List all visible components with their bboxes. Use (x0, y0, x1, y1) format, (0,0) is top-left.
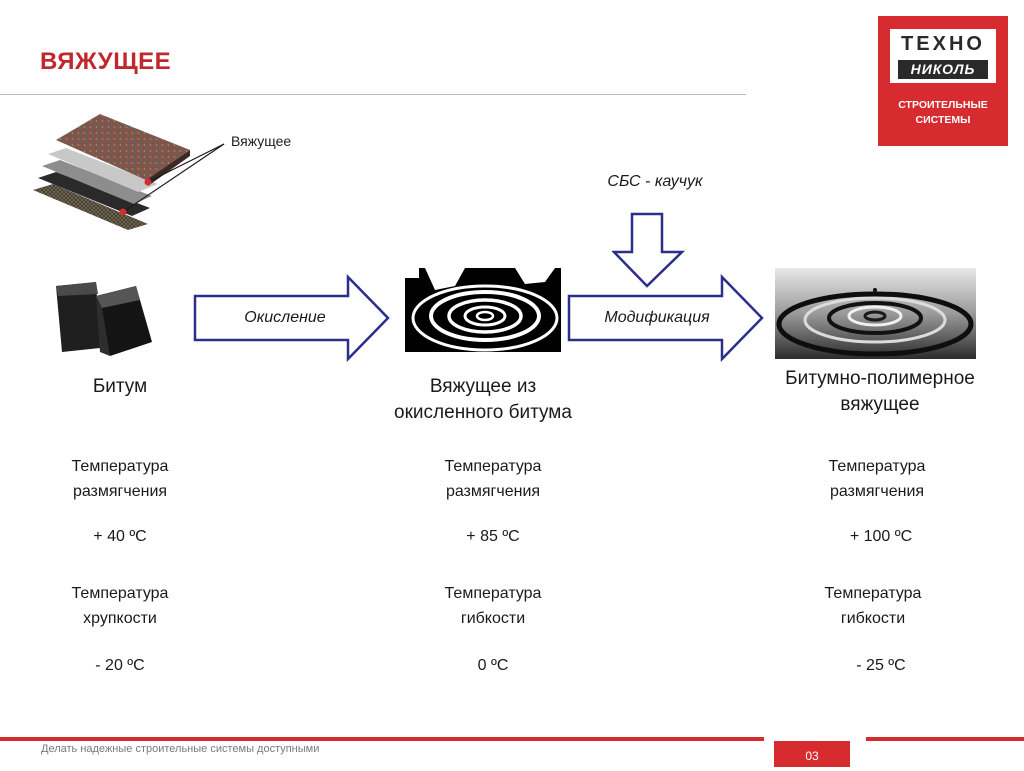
polymer-softening-value: + 100 ºС (849, 528, 913, 545)
bitumen-brittleness-label: Температура хрупкости (35, 581, 205, 631)
oxidation-label: Окисление (244, 309, 326, 326)
oxidized-flexibility-line1: Температура (444, 585, 542, 602)
page-number: 03 (774, 741, 850, 767)
footer-bar-left (0, 737, 764, 741)
modification-label: Модификация (604, 309, 710, 326)
oxidized-softening-value: + 85 ºС (466, 528, 520, 545)
modification-arrow (567, 274, 764, 362)
footer-bar-right (866, 737, 1024, 741)
polymer-binder-name: Битумно-полимерное вяжущее (760, 366, 1000, 418)
oxidized-softening-line2: размягчения (445, 483, 541, 500)
bitumen-softening-line2: размягчения (72, 483, 168, 500)
bitumen-softening-value: + 40 ºС (93, 528, 147, 545)
down-arrow-icon (612, 212, 686, 288)
polymer-binder-name-line2: вяжущее (840, 394, 920, 415)
logo-line1: ТЕХНО (901, 33, 985, 55)
bitumen-brittleness-line2: хрупкости (83, 610, 157, 627)
logo-subtitle-line1: СТРОИТЕЛЬНЫЕ (898, 99, 988, 111)
roofing-layers-image (33, 114, 225, 230)
oxidized-binder-name-line1: Вяжущее из (429, 376, 537, 397)
oxidation-arrow (193, 274, 390, 362)
sbs-rubber-label: СБС - каучук (607, 173, 703, 190)
bitumen-brittleness-value: - 20 ºС (95, 657, 145, 674)
bitumen-brittleness-line1: Температура (71, 585, 169, 602)
bitumen-blocks-image (56, 282, 152, 356)
polymer-flexibility-line1: Температура (824, 585, 922, 602)
polymer-binder-name-line1: Битумно-полимерное (785, 368, 975, 389)
polymer-flexibility-value: - 25 ºС (856, 657, 906, 674)
polymer-binder-image (775, 268, 976, 359)
oxidized-softening-label: Температура размягчения (408, 454, 578, 504)
logo-subtitle-line2: СИСТЕМЫ (915, 114, 971, 126)
title-divider (0, 94, 746, 95)
polymer-softening-label: Температура размягчения (792, 454, 962, 504)
oxidized-softening-line1: Температура (444, 458, 542, 475)
bitumen-softening-label: Температура размягчения (35, 454, 205, 504)
polymer-softening-line2: размягчения (829, 483, 925, 500)
oxidized-binder-name: Вяжущее из окисленного битума (373, 374, 593, 426)
brand-logo: ТЕХНО НИКОЛЬ СТРОИТЕЛЬНЫЕ СИСТЕМЫ (878, 16, 1008, 146)
oxidized-binder-name-line2: окисленного битума (394, 402, 572, 423)
logo-subtitle: СТРОИТЕЛЬНЫЕ СИСТЕМЫ (878, 98, 1008, 128)
oxidized-binder-image (405, 268, 561, 352)
bitumen-name: Битум (35, 374, 205, 400)
page-title: ВЯЖУЩЕЕ (40, 48, 172, 75)
polymer-flexibility-line2: гибкости (840, 610, 906, 627)
footer-slogan: Делать надежные строительные системы дос… (41, 743, 320, 755)
oxidized-flexibility-value: 0 ºС (477, 657, 509, 674)
logo-line2: НИКОЛЬ (898, 60, 988, 79)
polymer-softening-line1: Температура (828, 458, 926, 475)
polymer-flexibility-label: Температура гибкости (788, 581, 958, 631)
binder-callout-label: Вяжущее (231, 133, 292, 149)
logo-wordmark: ТЕХНО НИКОЛЬ (890, 29, 996, 83)
oxidized-flexibility-line2: гибкости (460, 610, 526, 627)
bitumen-softening-line1: Температура (71, 458, 169, 475)
oxidized-flexibility-label: Температура гибкости (408, 581, 578, 631)
bitumen-name-line1: Битум (92, 376, 148, 397)
